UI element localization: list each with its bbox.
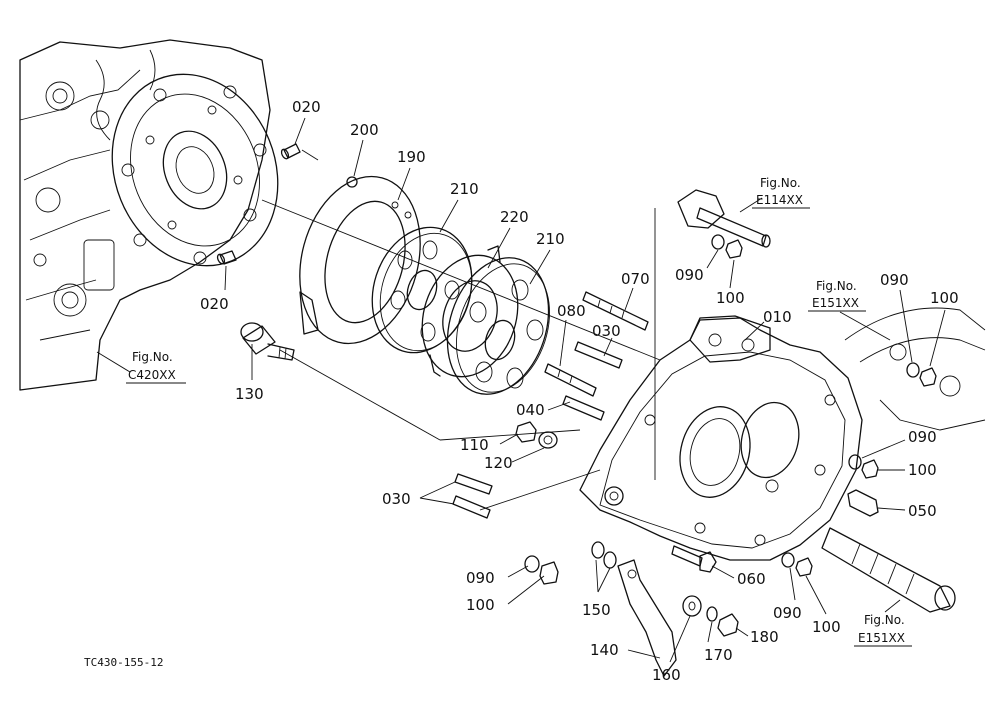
nut-180 [717,613,739,637]
leader-lines [96,117,946,663]
stud-bolt-080 [544,363,597,397]
washer-nut-pair-right [906,362,937,387]
clutch-housing [579,315,863,561]
label-140: 140 [590,641,619,659]
washer-nut-pair-mid [848,454,879,479]
label-090-lower: 090 [773,604,802,622]
label-120: 120 [484,454,513,472]
label-100-right: 100 [930,289,959,307]
adjacent-housing [844,307,986,431]
dowel-pin-upper [280,143,319,161]
bolt-050 [847,489,879,517]
label-020-upper: 020 [292,98,321,116]
label-020-lower: 020 [200,295,229,313]
label-130: 130 [235,385,264,403]
label-090-right: 090 [880,271,909,289]
nut-110 [515,421,537,443]
label-100-lower: 100 [812,618,841,636]
label-110: 110 [460,436,489,454]
washer-nut-pair-lower-mid [781,552,813,577]
label-040: 040 [516,401,545,419]
washer-nut-pair-lower-left [524,555,559,585]
washer-nut-pair-top [711,234,743,259]
washer-170 [706,606,718,622]
label-210-second: 210 [536,230,565,248]
label-070: 070 [621,270,650,288]
label-210-first: 210 [450,180,479,198]
label-090-top: 090 [675,266,704,284]
label-060: 060 [737,570,766,588]
label-090-left: 090 [466,569,495,587]
label-090-mid: 090 [908,428,937,446]
clutch-disc-2 [446,257,551,395]
fig-ref-title: Fig.No. [864,613,905,627]
stud-bolts-030-lower [452,473,493,519]
steel-ball [346,176,358,188]
cover-plate [299,175,421,345]
label-200: 200 [350,121,379,139]
drawing-code: TC430-155-12 [84,656,163,669]
label-080: 080 [557,302,586,320]
cross-shaft [677,189,771,248]
fig-ref-code: E114XX [756,193,803,207]
fig-ref-c420: Fig.No. C420XX [126,350,186,384]
spline-shaft [821,527,956,613]
part-labels: 020 200 190 210 220 210 020 130 070 080 … [200,98,959,684]
release-lever [617,559,677,677]
label-190: 190 [397,148,426,166]
label-010: 010 [763,308,792,326]
stud-bolt-030-upper [562,341,623,421]
fig-ref-title: Fig.No. [132,350,173,364]
washer-160 [682,595,702,617]
label-100-top: 100 [716,289,745,307]
fig-ref-title: Fig.No. [816,279,857,293]
o-rings [591,541,617,569]
label-150: 150 [582,601,611,619]
label-220: 220 [500,208,529,226]
label-170: 170 [704,646,733,664]
label-160: 160 [652,666,681,684]
engine-block [19,39,279,391]
bolt-060 [671,545,717,573]
label-180: 180 [750,628,779,646]
label-100-mid: 100 [908,461,937,479]
label-030-lower: 030 [382,490,411,508]
fig-ref-code: E151XX [812,296,859,310]
fig-ref-e151-upper: Fig.No. E151XX [808,279,866,312]
fig-ref-e151-lower: Fig.No. E151XX [854,613,912,647]
fig-ref-code: C420XX [128,368,176,382]
label-030-upper: 030 [592,322,621,340]
label-050: 050 [908,502,937,520]
fig-ref-title: Fig.No. [760,176,801,190]
label-100-left: 100 [466,596,495,614]
stud-bolt-070 [582,291,649,331]
shoulder-screw [240,322,295,361]
fig-ref-e114: Fig.No. E114XX [752,176,810,209]
dowel-pin-lower [216,250,237,265]
washer-120 [538,431,558,449]
clutch-disc-1 [371,226,473,354]
fig-ref-code: E151XX [858,631,905,645]
